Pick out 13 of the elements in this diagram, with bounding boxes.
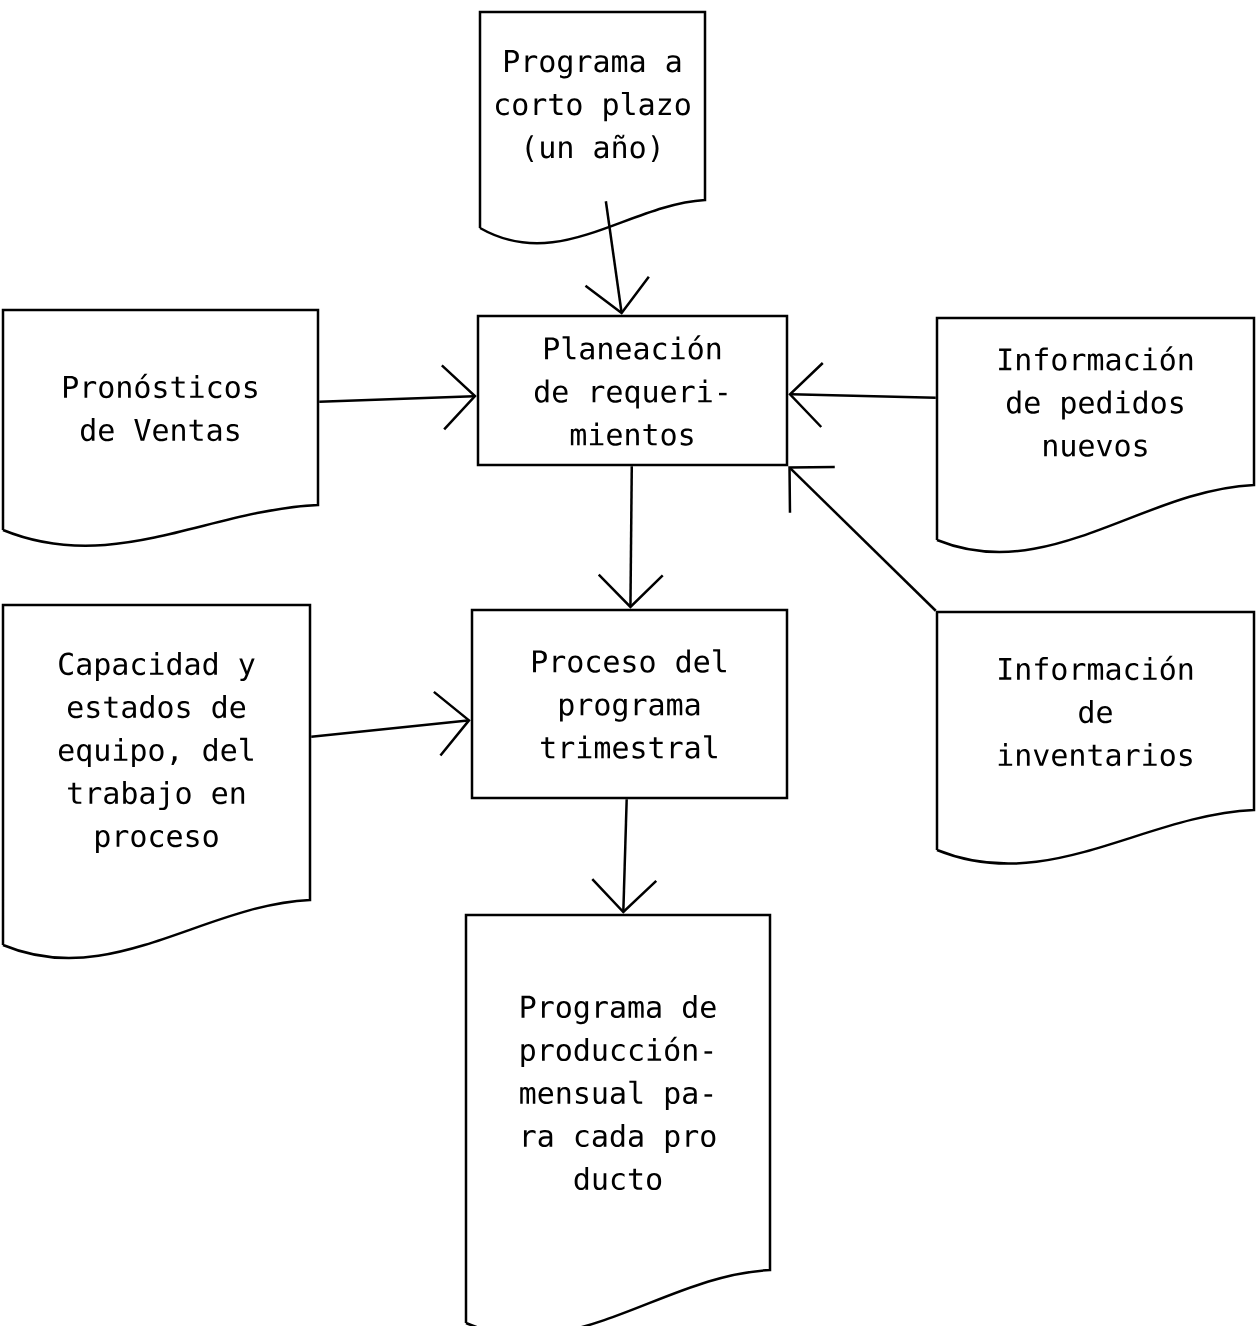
document-shape: Capacidad y estados de equipo, del trabajo en proceso — [1, 603, 312, 959]
arrow — [788, 362, 936, 428]
document-shape: Información de inventarios — [935, 610, 1256, 865]
document-shape: Pronósticos de Ventas — [1, 308, 320, 548]
document-shape: Programa a corto plazo (un año) — [478, 10, 707, 245]
process-box: Proceso del programa trimestral — [470, 608, 789, 800]
arrow — [597, 466, 664, 609]
arrow — [788, 465, 937, 612]
arrow — [311, 690, 471, 757]
document-shape: Información de pedidos nuevos — [935, 316, 1256, 554]
arrow — [319, 364, 477, 431]
document-shape: Programa de producción- mensual pa- ra cada pro ducto — [464, 913, 772, 1326]
process-box: Planeación de requeri- mientos — [476, 314, 789, 467]
